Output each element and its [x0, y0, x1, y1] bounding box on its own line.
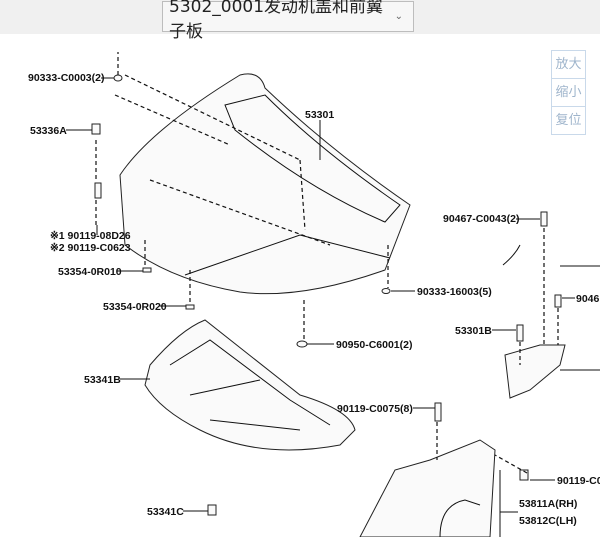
cushion-icon — [185, 304, 195, 310]
chevron-down-icon: ⌄ — [394, 11, 403, 22]
callout-53812C[interactable]: 53812C(LH) — [519, 515, 577, 527]
callout-90119-C00[interactable]: 90119-C00 — [557, 475, 600, 487]
front-fender[interactable] — [359, 439, 496, 537]
parts-diagram[interactable]: 90333-C0003(2) 53336A 53301 ※1 90119-08D… — [0, 34, 600, 537]
grommet-icon — [381, 288, 391, 294]
diagram-select-value: 5302_0001发动机盖和前翼子板 — [169, 0, 384, 42]
stopper-icon — [516, 324, 524, 342]
callout-53301B[interactable]: 53301B — [455, 325, 492, 337]
hinge-bracket[interactable] — [502, 244, 566, 399]
bolt-icon — [94, 182, 102, 199]
callout-9046[interactable]: 9046 — [576, 293, 600, 305]
zoom-out-button[interactable]: 缩小 — [552, 79, 585, 107]
bolt-icon — [519, 469, 529, 481]
clip-icon — [207, 504, 217, 516]
grommet-icon — [296, 340, 308, 348]
callout-90119-C0623[interactable]: ※2 90119-C0623 — [50, 242, 131, 254]
grommet-icon — [113, 74, 123, 82]
callout-90950-C6001[interactable]: 90950-C6001(2) — [336, 339, 412, 351]
top-bar: 5302_0001发动机盖和前翼子板 ⌄ — [0, 0, 600, 42]
callout-53811A[interactable]: 53811A(RH) — [519, 498, 577, 510]
hood-panel[interactable] — [114, 73, 411, 295]
callout-90119-08D26[interactable]: ※1 90119-08D26 — [50, 230, 131, 242]
callout-90467-C0043[interactable]: 90467-C0043(2) — [443, 213, 519, 225]
callout-53354-0R020[interactable]: 53354-0R020 — [103, 301, 167, 313]
callout-53341B[interactable]: 53341B — [84, 374, 121, 386]
hood-insulator[interactable] — [144, 319, 356, 451]
callout-90333-C0003[interactable]: 90333-C0003(2) — [28, 72, 104, 84]
callout-53341C[interactable]: 53341C — [147, 506, 184, 518]
clip-icon — [540, 211, 548, 227]
callout-90119-C0075[interactable]: 90119-C0075(8) — [337, 403, 413, 415]
clip-icon — [554, 294, 562, 308]
cushion-icon — [142, 267, 152, 273]
callout-53336A[interactable]: 53336A — [30, 125, 67, 137]
reset-button[interactable]: 复位 — [555, 113, 582, 128]
callout-90333-16003[interactable]: 90333-16003(5) — [417, 286, 492, 298]
callout-53354-0R010[interactable]: 53354-0R010 — [58, 266, 122, 278]
zoom-in-button[interactable]: 放大 — [552, 51, 585, 79]
callout-53301[interactable]: 53301 — [305, 109, 334, 121]
zoom-controls: 放大 缩小 复位 — [551, 50, 586, 135]
bolt-icon — [434, 402, 442, 422]
clip-icon — [91, 123, 101, 135]
diagram-select[interactable]: 5302_0001发动机盖和前翼子板 ⌄ — [162, 0, 414, 42]
